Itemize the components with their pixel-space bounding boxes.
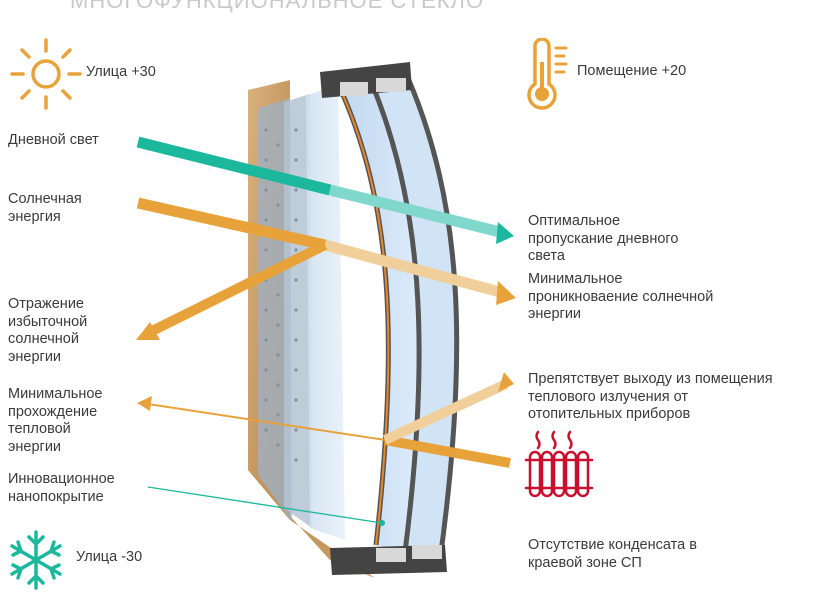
sun-icon xyxy=(10,38,82,110)
inner-glass-panes xyxy=(337,77,460,561)
solar-label: Солнечная энергия xyxy=(8,191,82,225)
outer-glass-panes xyxy=(258,84,345,540)
solar-arrow xyxy=(136,197,516,305)
thermometer-icon xyxy=(527,38,568,110)
daylight-label: Дневной свет xyxy=(8,132,99,148)
daylight-arrow xyxy=(136,136,514,244)
reflection-arrow xyxy=(136,240,328,340)
street-cold-label: Улица -30 xyxy=(76,549,143,565)
no-condensate-label: Отсутствие конденсата в краевой зоне СП xyxy=(528,537,697,571)
radiator-icon xyxy=(524,430,594,498)
snowflake-icon xyxy=(10,530,62,590)
diagram-title: МНОГОФУНКЦИОНАЛЬНОЕ СТЕКЛО xyxy=(70,0,485,13)
optimal-daylight-label: Оптимальное пропускание дневного света xyxy=(528,213,679,264)
coating-pointer xyxy=(147,486,385,526)
min-solar-label: Минимальное проникноваение солнечной эне… xyxy=(528,271,714,322)
prevents-heat-label: Препятствует выходу из помещения теплово… xyxy=(528,371,773,422)
reflection-label: Отражение избыточной солнечной энергии xyxy=(8,296,88,365)
street-hot-label: Улица +30 xyxy=(86,64,156,80)
min-thermal-label: Минимальное прохождение тепловой энергии xyxy=(8,386,103,455)
thermal-arrow xyxy=(137,372,514,468)
bottom-spacer xyxy=(330,545,447,575)
room-label: Помещение +20 xyxy=(577,63,687,79)
top-spacer xyxy=(320,62,412,98)
coating-label: Инновационное нанопокрытие xyxy=(8,471,115,505)
